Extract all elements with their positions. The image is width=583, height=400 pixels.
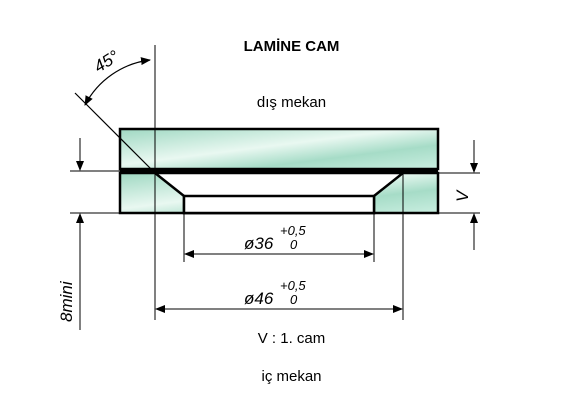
- angle-label: 45°: [91, 47, 123, 77]
- outer-diameter-base: ø46: [244, 289, 274, 308]
- inner-diameter-upper-tol: +0,5: [280, 223, 306, 238]
- angle-arc: [84, 57, 151, 106]
- top-glass-pane: [118, 127, 440, 171]
- chamfer-extension-line: [74, 92, 158, 176]
- outer-diameter-lower-tol: 0: [290, 292, 298, 307]
- min-dim-label: 8mini: [57, 280, 76, 322]
- inner-side-label: iç mekan: [261, 368, 322, 385]
- hole-bore: [182, 194, 376, 215]
- diagram-title: LAMİNE CAM: [243, 38, 340, 55]
- inner-diameter-lower-tol: 0: [290, 237, 298, 252]
- v-dim-label: V: [453, 189, 472, 202]
- v-note-label: V : 1. cam: [257, 330, 326, 347]
- outer-side-label: dış mekan: [256, 94, 327, 111]
- outer-diameter-upper-tol: +0,5: [280, 278, 306, 293]
- inner-diameter-base: ø36: [244, 234, 274, 253]
